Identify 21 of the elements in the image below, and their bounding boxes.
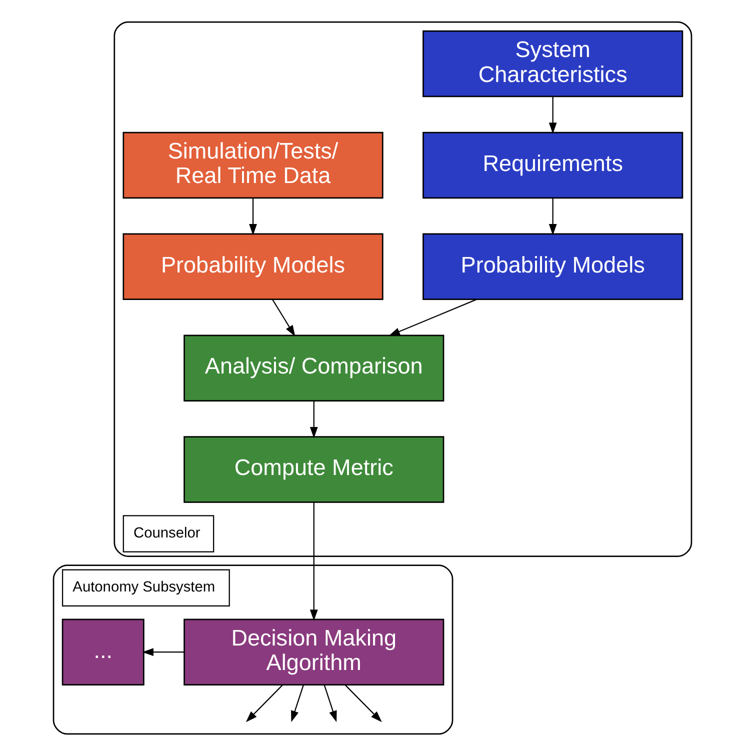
arrow: [344, 684, 382, 722]
arrow: [388, 298, 476, 336]
node-box: ...: [61, 618, 144, 686]
node-box: Simulation/Tests/ Real Time Data: [122, 132, 383, 199]
arrow: [248, 198, 256, 236]
node-box: Analysis/ Comparison: [183, 334, 444, 402]
node-box: Probability Models: [422, 233, 683, 300]
arrow: [548, 198, 556, 236]
arrow: [142, 648, 184, 656]
node-box: Probability Models: [122, 233, 383, 300]
arrow: [309, 401, 318, 438]
node-box: Compute Metric: [183, 436, 444, 503]
arrow: [323, 684, 336, 722]
arrow: [272, 299, 295, 337]
node-box: System Characteristics: [422, 30, 683, 98]
arrow: [309, 502, 318, 621]
arrow: [548, 96, 556, 134]
node-box: Decision Making Algorithm: [183, 618, 444, 686]
arrow: [245, 684, 282, 722]
arrow: [290, 684, 304, 722]
node-box: Requirements: [422, 132, 683, 199]
